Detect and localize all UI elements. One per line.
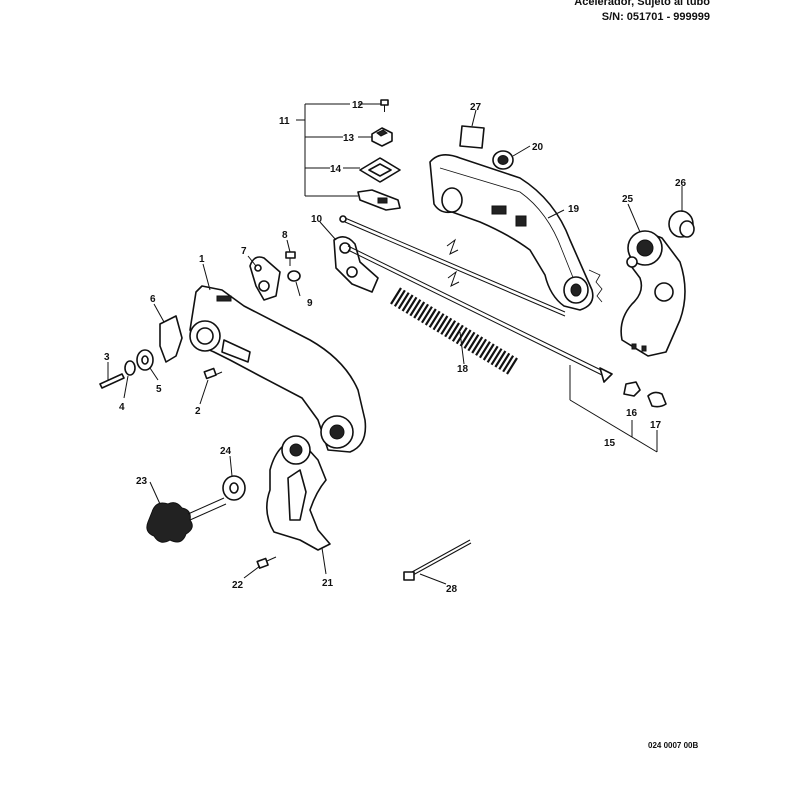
callout-25: 25 <box>622 194 634 205</box>
callout-1: 1 <box>199 254 205 265</box>
part-21-clamp-lower <box>266 435 331 551</box>
part-1-handle-bracket <box>189 285 367 453</box>
part-28-cable-tie <box>403 539 472 581</box>
part-18-spring <box>390 287 518 375</box>
part-5-washer <box>136 349 154 371</box>
callout-26: 26 <box>675 178 687 189</box>
part-3-screw <box>99 373 125 389</box>
callout-20: 20 <box>532 142 544 153</box>
callout-9: 9 <box>307 298 313 309</box>
part-12-screw <box>380 99 389 112</box>
callout-15: 15 <box>604 438 616 449</box>
callout-11: 11 <box>279 116 290 127</box>
callout-3: 3 <box>104 352 110 363</box>
callout-21: 21 <box>322 578 334 589</box>
callout-18: 18 <box>457 364 469 375</box>
part-8-screw <box>285 251 296 266</box>
part-17-cable-end <box>647 391 667 408</box>
callout-28: 28 <box>446 584 458 595</box>
part-24-washer <box>222 475 246 501</box>
callout-14: 14 <box>330 164 342 175</box>
part-16-nut <box>623 381 641 397</box>
callout-13: 13 <box>343 133 355 144</box>
callout-22: 22 <box>232 580 244 591</box>
callout-7: 7 <box>241 246 247 257</box>
diagram-title: Acelerador, Sujeto al tubo <box>574 0 710 8</box>
group-11-bracket <box>296 103 358 197</box>
part-20-grommet <box>492 150 514 170</box>
part-23-knob <box>146 497 227 543</box>
callout-27: 27 <box>470 102 482 113</box>
callout-8: 8 <box>282 230 288 241</box>
callout-6: 6 <box>150 294 156 305</box>
part-10-lever <box>333 236 379 293</box>
drawing-code: 024 0007 00B <box>648 741 699 750</box>
part-25-clamp-upper <box>620 230 686 357</box>
part-11-switch <box>357 189 401 211</box>
part-2-screw <box>203 367 223 380</box>
callout-17: 17 <box>650 420 662 431</box>
serial-number-range: S/N: 051701 - 999999 <box>601 11 710 23</box>
part-26-cap-nut <box>668 210 695 238</box>
callout-5: 5 <box>156 384 162 395</box>
part-7-bracket <box>249 256 281 301</box>
callout-2: 2 <box>195 406 201 417</box>
leader-lines <box>107 103 683 585</box>
part-6-trigger <box>159 315 183 363</box>
part-9-nut <box>287 270 301 282</box>
group-15-bracket <box>569 365 658 453</box>
throttle-cables <box>339 215 613 383</box>
callout-12: 12 <box>352 100 364 111</box>
callout-10: 10 <box>311 214 323 225</box>
callout-19: 19 <box>568 204 580 215</box>
callout-16: 16 <box>626 408 638 419</box>
part-4-washer <box>124 360 136 376</box>
part-22-screw <box>256 556 277 569</box>
part-27-label <box>459 125 485 149</box>
part-19-throttle-housing <box>429 154 603 311</box>
part-14-plate <box>359 157 401 183</box>
callout-24: 24 <box>220 446 232 457</box>
callout-4: 4 <box>119 402 125 413</box>
callout-23: 23 <box>136 476 148 487</box>
callout-labels: 1 2 3 4 5 6 7 8 9 10 11 12 13 14 15 16 1… <box>104 100 687 595</box>
part-13-clip <box>371 127 393 147</box>
